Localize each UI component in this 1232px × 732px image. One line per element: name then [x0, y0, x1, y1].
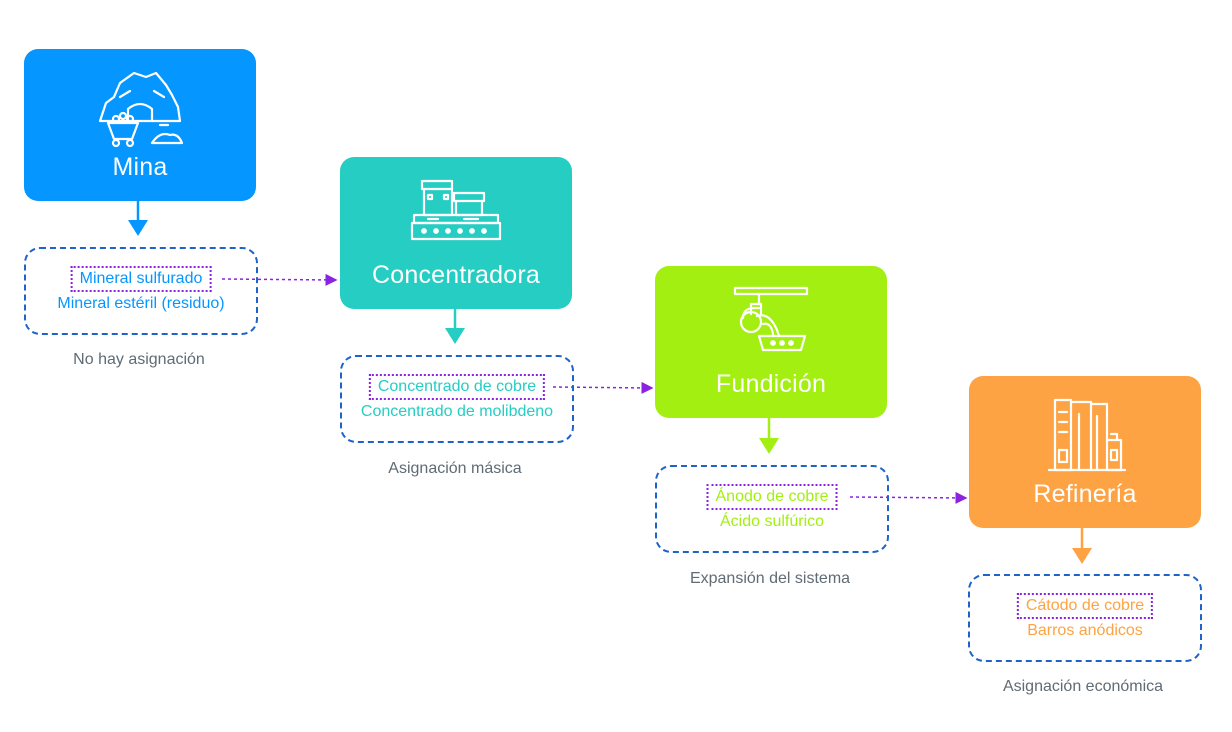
refinery-icon [1047, 398, 1127, 472]
mine-icon [98, 71, 184, 147]
primary-product: Cátodo de cobre [1016, 593, 1154, 619]
secondary-product: Mineral estéril (residuo) [57, 295, 225, 312]
outputs-box-refineria: Cátodo de cobre Barros anódicos [968, 574, 1202, 662]
stage-fundicion: Fundición [655, 266, 887, 418]
smelting-ladle-icon [733, 286, 809, 352]
secondary-product: Barros anódicos [1027, 622, 1143, 639]
primary-product: Mineral sulfurado [70, 266, 212, 292]
stage-name: Refinería [1033, 480, 1137, 508]
outputs-box-concentradora: Concentrado de cobre Concentrado de moli… [340, 355, 574, 443]
allocation-method: Expansión del sistema [689, 570, 851, 587]
stage-name: Concentradora [372, 261, 540, 289]
outputs-box-mina: Mineral sulfurado Mineral estéril (resid… [24, 247, 258, 335]
stage-concentradora: Concentradora [340, 157, 572, 309]
down-arrow-fundicion [759, 418, 779, 454]
stage-name: Mina [112, 153, 168, 181]
secondary-product: Concentrado de molibdeno [360, 403, 554, 420]
stage-refineria: Refinería [969, 376, 1201, 528]
outputs-box-fundicion: Ánodo de cobre Ácido sulfúrico [655, 465, 889, 553]
primary-product: Ánodo de cobre [706, 484, 838, 510]
allocation-method: No hay asignación [73, 351, 205, 368]
down-arrow-concentradora [445, 308, 465, 344]
factory-icon [410, 179, 502, 241]
stage-mina: Mina [24, 49, 256, 201]
secondary-product: Ácido sulfúrico [719, 513, 825, 530]
down-arrow-refineria [1072, 528, 1092, 564]
down-arrow-mina [128, 200, 148, 236]
primary-product: Concentrado de cobre [368, 374, 546, 400]
allocation-method: Asignación económica [1002, 678, 1164, 695]
allocation-method: Asignación másica [388, 460, 522, 477]
stage-name: Fundición [715, 370, 827, 398]
